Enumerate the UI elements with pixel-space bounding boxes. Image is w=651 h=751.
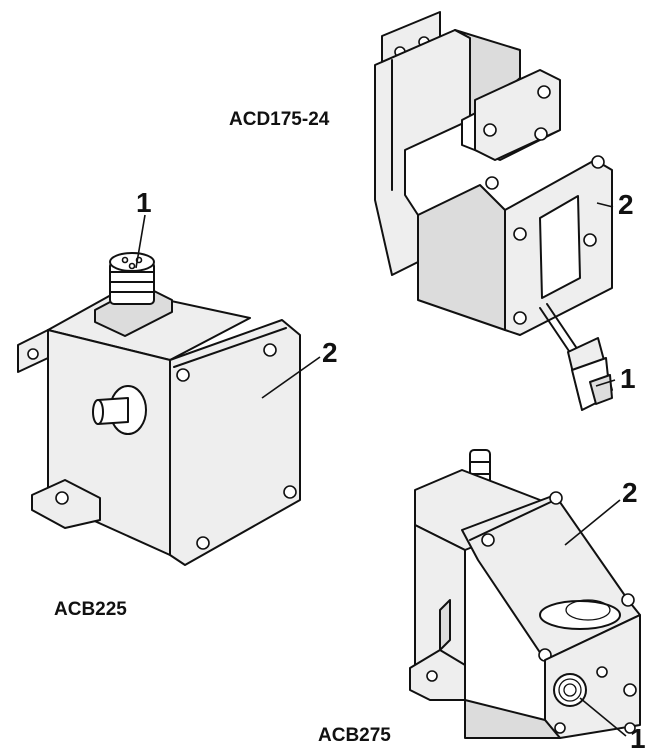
leader-acd-connector	[595, 379, 616, 387]
callout-acb225-cover: 2	[322, 337, 338, 368]
acb225-actuator	[17, 252, 301, 566]
leader-acd-cover	[596, 202, 614, 208]
leader-acb275-connector	[579, 697, 627, 737]
callout-acb275-cover: 2	[622, 477, 638, 508]
callout-acb275-connector: 1	[630, 723, 646, 751]
acd175-24-actuator	[374, 11, 613, 411]
model-label-acd175-24: ACD175-24	[229, 109, 330, 130]
callout-acd-connector: 1	[620, 363, 636, 394]
callout-acb225-connector: 1	[136, 187, 152, 218]
leader-acb225-cover	[261, 356, 321, 399]
acb275-actuator	[409, 449, 641, 739]
model-label-acb275: ACB275	[318, 725, 391, 746]
leader-acb225-connector	[135, 214, 146, 269]
model-label-acb225: ACB225	[54, 599, 127, 620]
callout-acd-cover: 2	[618, 189, 634, 220]
leader-acb275-cover	[564, 499, 621, 546]
